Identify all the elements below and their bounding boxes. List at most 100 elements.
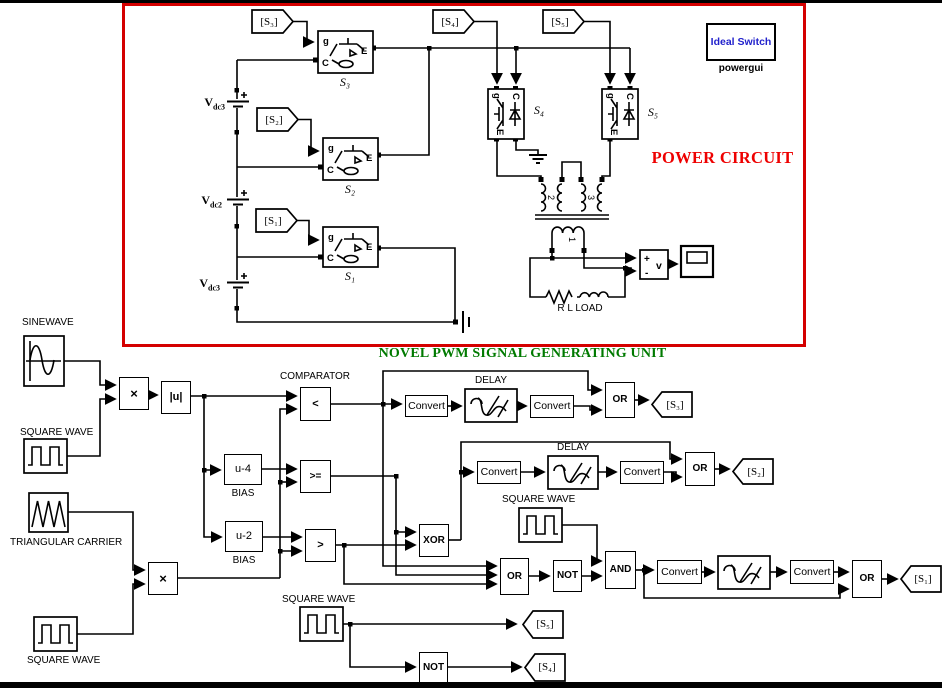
triangular-carrier-source[interactable] — [28, 492, 69, 533]
compare-greater-block[interactable]: > — [305, 529, 336, 562]
bias-u4-block[interactable]: u-4 — [224, 454, 262, 485]
delay-label-s3: DELAY — [474, 375, 508, 386]
dc-source-bot[interactable] — [227, 273, 249, 289]
igbt-s4-block[interactable]: g C E — [487, 88, 525, 140]
winding-2-label: 2 — [546, 195, 556, 200]
or-block-3in[interactable]: OR — [500, 558, 529, 595]
or-block-s2[interactable]: OR — [685, 452, 715, 486]
from-tag-s3-text: [S₃] — [666, 398, 684, 411]
bias-u2-block[interactable]: u-2 — [225, 521, 263, 552]
gte-label: >= — [309, 470, 322, 482]
square-wave-icon — [523, 515, 558, 535]
from-tag-s1[interactable] — [899, 565, 942, 593]
or-label: OR — [859, 573, 875, 584]
convert-block-s3b[interactable]: Convert — [530, 395, 574, 418]
compare-less-block[interactable]: < — [300, 387, 331, 421]
scope-block[interactable] — [679, 244, 715, 279]
from-tag-s5[interactable] — [521, 610, 564, 639]
square-wave-source-bottom-left[interactable] — [33, 616, 78, 652]
goto-tag-s5[interactable] — [542, 9, 586, 34]
square-wave-source-top[interactable] — [23, 438, 68, 474]
from-tag-s2[interactable] — [731, 458, 774, 485]
power-circuit-frame — [122, 3, 806, 347]
convert-block-s3a[interactable]: Convert — [405, 395, 448, 417]
pin-e: E — [494, 129, 505, 135]
voltage-measurement-block[interactable]: + - v — [639, 249, 669, 280]
power-wires — [227, 20, 679, 333]
square-wave-label-top: SQUARE WAVE — [20, 427, 94, 438]
or-block-s3[interactable]: OR — [605, 382, 635, 418]
voltmeter-plus: + — [644, 254, 650, 265]
from-tag-s2-text: [S₂] — [747, 465, 765, 478]
delay-block-s3[interactable] — [464, 388, 518, 423]
igbt-s2-block[interactable]: g C E — [322, 137, 379, 181]
compare-gte-block[interactable]: >= — [300, 460, 331, 493]
convert-label: Convert — [533, 400, 571, 413]
pwm-wires — [64, 360, 899, 673]
or-block-s1[interactable]: OR — [852, 560, 882, 598]
goto-tag-s5-text: [S₅] — [551, 15, 569, 28]
less-label: < — [312, 397, 319, 410]
square-wave-source-s5[interactable] — [299, 606, 344, 642]
product-block-2[interactable]: × — [148, 562, 178, 595]
convert-label: Convert — [408, 399, 445, 412]
pin-c: C — [327, 165, 334, 176]
goto-tag-s3[interactable] — [251, 9, 295, 34]
square-wave-source-mid[interactable] — [518, 507, 563, 543]
and-label: AND — [609, 564, 632, 575]
dc-source-top[interactable] — [227, 92, 249, 108]
goto-tag-s2[interactable] — [256, 107, 300, 132]
pin-c: C — [624, 93, 635, 100]
powergui-block[interactable]: Ideal Switch — [706, 23, 776, 61]
sinewave-label: SINEWAVE — [22, 317, 74, 328]
switch-s3-label: S₃ — [339, 75, 351, 89]
or-label: OR — [692, 463, 708, 474]
winding-3-label: 3 — [586, 195, 596, 200]
sine-wave-source[interactable] — [23, 335, 65, 387]
dc-source-mid[interactable] — [227, 190, 249, 206]
igbt-s3-block[interactable]: g C E — [317, 30, 374, 74]
and-block[interactable]: AND — [605, 551, 636, 589]
abs-block[interactable]: |u| — [161, 381, 191, 414]
convert-block-s1a[interactable]: Convert — [657, 560, 702, 584]
or-label: OR — [507, 570, 522, 582]
switch-s1-label: S₁ — [344, 269, 356, 283]
delay-label-s2: DELAY — [556, 442, 590, 453]
pin-c: C — [510, 93, 521, 100]
not-block[interactable]: NOT — [553, 560, 582, 592]
pin-e: E — [366, 242, 372, 253]
pin-e: E — [361, 46, 367, 57]
convert-label: Convert — [661, 565, 698, 578]
xor-block[interactable]: XOR — [419, 524, 449, 557]
rl-load-label: R L LOAD — [557, 303, 603, 314]
not-block-s4[interactable]: NOT — [419, 652, 448, 683]
from-tag-s3[interactable] — [650, 391, 693, 418]
vdc-bot-label: Vdc3 — [199, 276, 220, 293]
convert-block-s2b[interactable]: Convert — [620, 461, 664, 484]
comparator-label: COMPARATOR — [280, 371, 351, 382]
product-block-1[interactable]: × — [119, 377, 149, 410]
pin-e: E — [366, 153, 372, 164]
goto-tag-shapes[interactable] — [251, 9, 586, 233]
delay-icon — [553, 462, 592, 485]
switch-s2-label: S₂ — [344, 182, 356, 196]
not-label: NOT — [556, 570, 579, 581]
goto-tag-s1[interactable] — [255, 208, 299, 233]
bottom-border — [0, 682, 942, 688]
delay-block-s2[interactable] — [547, 455, 599, 490]
convert-block-s1b[interactable]: Convert — [790, 560, 834, 584]
from-tag-s4[interactable] — [523, 653, 566, 682]
pin-c: C — [327, 253, 334, 264]
transformer[interactable]: 2 3 1 — [535, 183, 609, 250]
igbt-s5-block[interactable]: g C E — [601, 88, 639, 140]
switch-s5-label: S₅ — [647, 105, 659, 119]
goto-tag-s4[interactable] — [432, 9, 476, 34]
top-border — [0, 0, 942, 3]
pwm-unit-title: NOVEL PWM SIGNAL GENERATING UNIT — [378, 346, 667, 361]
pin-g: g — [605, 93, 616, 99]
square-wave-icon — [304, 614, 339, 634]
convert-block-s2a[interactable]: Convert — [477, 461, 521, 484]
igbt-s1-block[interactable]: g C E — [322, 226, 379, 268]
delay-block-s1[interactable] — [717, 555, 771, 590]
from-tag-shapes[interactable] — [521, 391, 942, 682]
